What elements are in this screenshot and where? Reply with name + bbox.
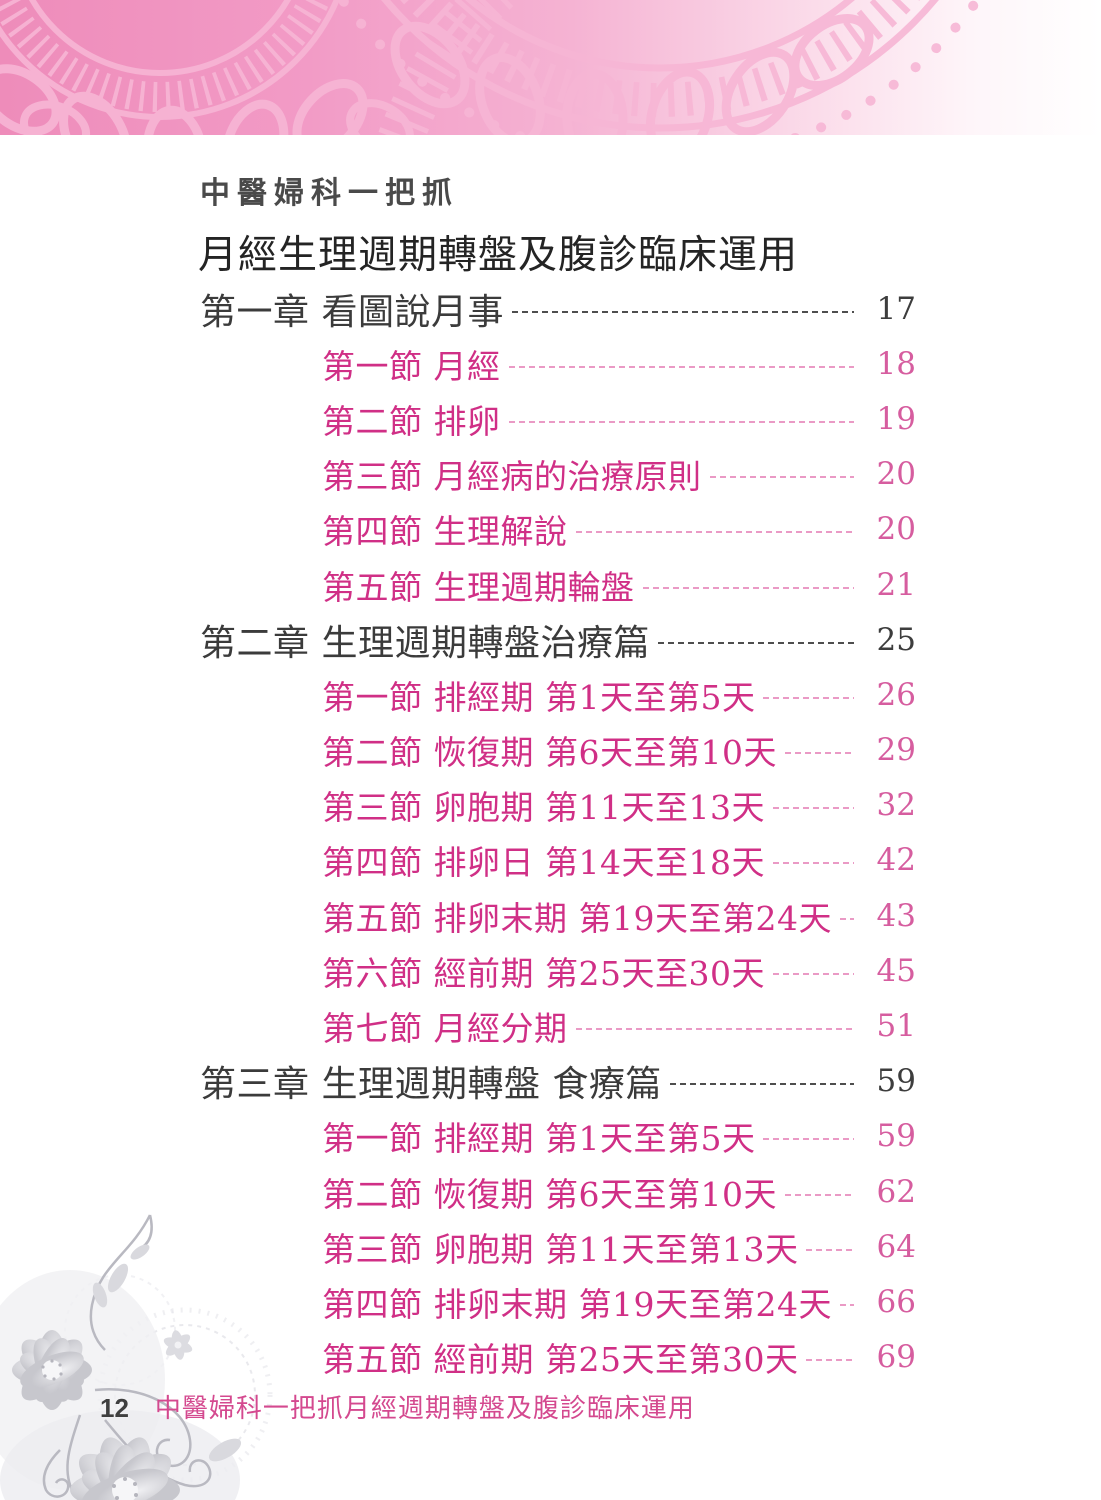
- toc-dash-leader: [772, 972, 854, 975]
- toc-page-number: 66: [876, 1283, 916, 1320]
- toc-dash-leader: [508, 420, 854, 423]
- toc-dash-leader: [642, 586, 854, 589]
- toc-dash-leader: [575, 1028, 854, 1031]
- toc-entry-label: 第一章 看圖說月事: [200, 291, 504, 333]
- toc-page-number: 20: [876, 511, 916, 548]
- toc-entry-label: 第六節 經前期 第25天至30天: [322, 953, 765, 993]
- toc-entry-label: 第一節 排經期 第1天至第5天: [322, 677, 756, 717]
- toc-row: 第四節 排卵日 第14天至18天 42: [200, 833, 916, 888]
- toc-row: 第三節 卵胞期 第11天至13天 32: [200, 778, 916, 833]
- toc-entry-label: 第二節 恢復期 第6天至第10天: [322, 733, 777, 773]
- toc-page-number: 64: [876, 1228, 916, 1265]
- toc-row: 第五節 排卵末期 第19天至第24天 43: [200, 888, 916, 943]
- toc-page-number: 26: [876, 676, 916, 713]
- toc-dash-leader: [511, 310, 854, 313]
- toc-entry-label: 第二節 恢復期 第6天至第10天: [322, 1174, 777, 1214]
- header-band: [0, 0, 1101, 135]
- toc: 第一章 看圖說月事 17 第一節 月經 18 第二節 排卵 19 第三節 月經病…: [200, 281, 916, 1385]
- toc-entry-label: 第五節 排卵末期 第19天至第24天: [322, 898, 832, 938]
- toc-entry-label: 第一節 排經期 第1天至第5天: [322, 1119, 756, 1159]
- toc-entry-label: 第五節 經前期 第25天至第30天: [322, 1340, 799, 1380]
- toc-dash-leader: [763, 696, 854, 699]
- toc-dash-leader: [772, 807, 854, 810]
- toc-entry-label: 第一節 月經: [322, 346, 501, 386]
- toc-row: 第二章 生理週期轉盤治療篇 25: [200, 612, 916, 667]
- toc-row: 第三章 生理週期轉盤 食療篇 59: [200, 1054, 916, 1109]
- toc-entry-label: 第五節 生理週期輪盤: [322, 567, 635, 607]
- toc-page-number: 59: [876, 1063, 916, 1100]
- toc-row: 第一節 排經期 第1天至第5天 59: [200, 1109, 916, 1164]
- toc-page-number: 20: [876, 456, 916, 493]
- toc-entry-label: 第三節 卵胞期 第11天至第13天: [322, 1229, 799, 1269]
- toc-entry-label: 第四節 排卵日 第14天至18天: [322, 843, 765, 883]
- toc-dash-leader: [839, 917, 854, 920]
- toc-dash-leader: [806, 1359, 854, 1362]
- toc-entry-label: 第七節 月經分期: [322, 1009, 568, 1049]
- footer-running-title: 中醫婦科一把抓月經週期轉盤及腹診臨床運用: [154, 1394, 695, 1424]
- toc-page-number: 25: [876, 621, 916, 658]
- toc-page-number: 69: [876, 1339, 916, 1376]
- toc-dash-leader: [508, 365, 854, 368]
- toc-dash-leader: [772, 862, 854, 865]
- book-title: 月經生理週期轉盤及腹診臨床運用: [198, 233, 799, 278]
- lace-doily-pattern-icon: [0, 0, 984, 135]
- series-title: 中醫婦科一把抓: [200, 176, 459, 211]
- toc-row: 第二節 恢復期 第6天至第10天 62: [200, 1164, 916, 1219]
- toc-entry-label: 第二節 排卵: [322, 401, 501, 441]
- toc-dash-leader: [839, 1303, 854, 1306]
- toc-entry-label: 第二章 生理週期轉盤治療篇: [200, 622, 650, 664]
- toc-dash-leader: [575, 531, 854, 534]
- toc-row: 第七節 月經分期 51: [200, 998, 916, 1053]
- toc-dash-leader: [763, 1138, 854, 1141]
- toc-dash-leader: [709, 476, 854, 479]
- toc-dash-leader: [784, 752, 854, 755]
- toc-entry-label: 第四節 排卵末期 第19天至第24天: [322, 1284, 832, 1324]
- toc-page-number: 51: [876, 1008, 916, 1045]
- toc-page-number: 59: [876, 1118, 916, 1155]
- footer-page-number: 12: [100, 1393, 129, 1423]
- toc-page-number: 62: [876, 1173, 916, 1210]
- toc-entry-label: 第三章 生理週期轉盤 食療篇: [200, 1064, 662, 1106]
- toc-dash-leader: [784, 1193, 854, 1196]
- toc-page-number: 32: [876, 787, 916, 824]
- toc-row: 第一節 月經 18: [200, 336, 916, 391]
- toc-dash-leader: [669, 1083, 854, 1086]
- toc-dash-leader: [806, 1248, 854, 1251]
- toc-row: 第三節 月經病的治療原則 20: [200, 447, 916, 502]
- toc-row: 第四節 排卵末期 第19天至第24天 66: [200, 1274, 916, 1329]
- toc-page-number: 42: [876, 842, 916, 879]
- toc-page-number: 17: [876, 290, 916, 327]
- footer: 12 中醫婦科一把抓月經週期轉盤及腹診臨床運用: [0, 1388, 1101, 1425]
- toc-page-number: 45: [876, 952, 916, 989]
- toc-page-number: 43: [876, 897, 916, 934]
- toc-row: 第三節 卵胞期 第11天至第13天 64: [200, 1219, 916, 1274]
- toc-row: 第六節 經前期 第25天至30天 45: [200, 943, 916, 998]
- toc-row: 第二節 恢復期 第6天至第10天 29: [200, 723, 916, 778]
- toc-entry-label: 第三節 卵胞期 第11天至13天: [322, 788, 765, 828]
- toc-entry-label: 第三節 月經病的治療原則: [322, 457, 702, 497]
- toc-entry-label: 第四節 生理解說: [322, 512, 568, 552]
- toc-row: 第一章 看圖說月事 17: [200, 281, 916, 336]
- toc-row: 第四節 生理解說 20: [200, 502, 916, 557]
- toc-page-number: 19: [876, 400, 916, 437]
- toc-row: 第二節 排卵 19: [200, 391, 916, 446]
- toc-row: 第五節 生理週期輪盤 21: [200, 557, 916, 612]
- toc-row: 第五節 經前期 第25天至第30天 69: [200, 1330, 916, 1385]
- toc-dash-leader: [657, 641, 854, 644]
- toc-row: 第一節 排經期 第1天至第5天 26: [200, 667, 916, 722]
- toc-page-number: 18: [876, 345, 916, 382]
- toc-page-number: 21: [876, 566, 916, 603]
- toc-page-number: 29: [876, 732, 916, 769]
